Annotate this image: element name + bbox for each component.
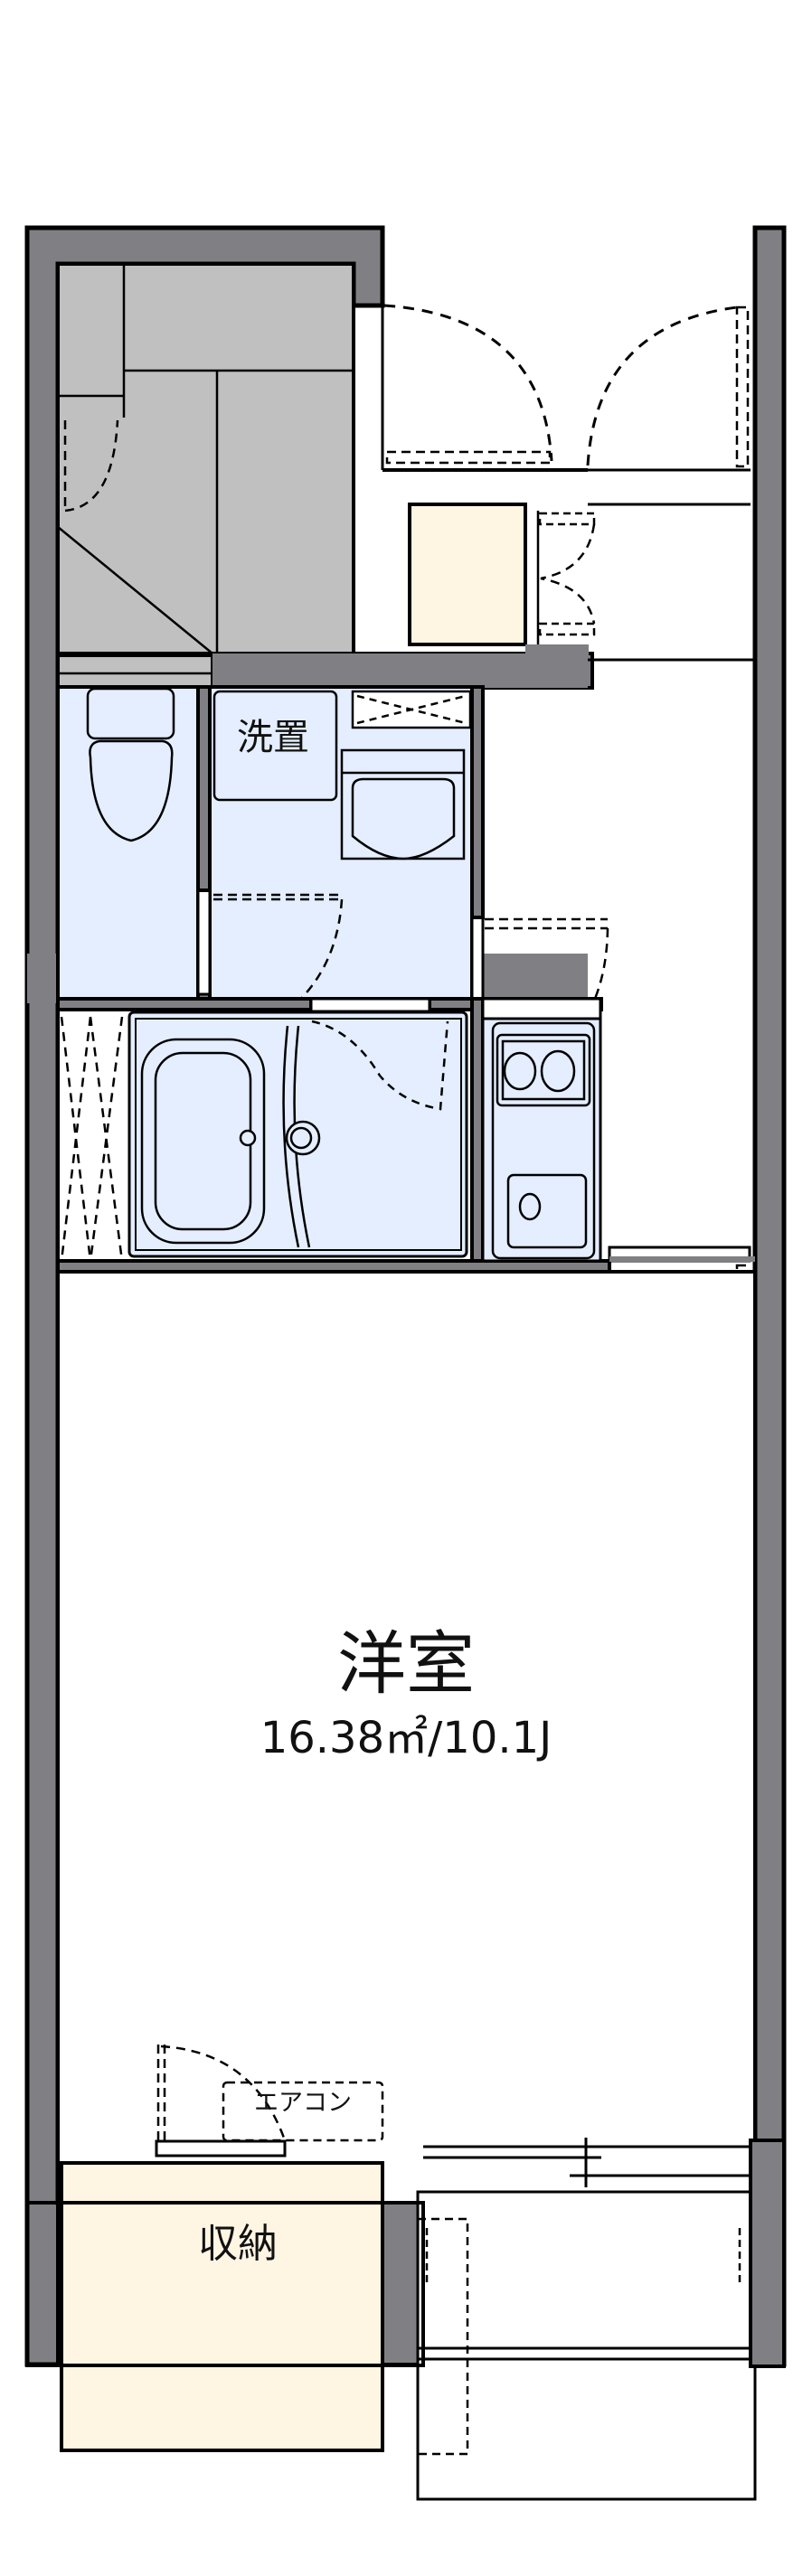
stair-upper: [56, 262, 355, 655]
bath-door-swing: [311, 1020, 449, 1111]
balcony: [416, 2138, 757, 2501]
bath-unit-inner: [135, 1018, 462, 1251]
toilet-icon: [86, 687, 175, 842]
kitchen-top: [481, 997, 602, 1020]
bathroom-folding-door: [60, 1016, 124, 1262]
bath-door-opening: [309, 997, 431, 1013]
stair-upper-lines: [57, 264, 354, 654]
storage-door: [156, 2045, 384, 2142]
bathtub-icon: [140, 1025, 321, 1248]
washroom-door: [196, 888, 344, 1050]
shoe-closet-door: [536, 511, 596, 646]
washing-machine-space: [212, 690, 338, 802]
wall-stub: [609, 1256, 755, 1262]
ventilation: [351, 690, 472, 729]
right-wall-bottom: [749, 2139, 786, 2368]
washroom-label: 洗置: [237, 717, 309, 758]
main-room-name: 洋室: [337, 1623, 475, 1704]
sink-icon: [506, 1173, 588, 1249]
porch: [381, 304, 751, 506]
storage-door-opening: [155, 2139, 287, 2158]
wall-segment: [525, 644, 589, 681]
aircon-label: エアコン: [254, 2089, 352, 2117]
storage-outer: [25, 2201, 425, 2367]
storage-label: 収納: [198, 2221, 278, 2267]
washbasin-icon: [340, 748, 466, 860]
storage-interior: [60, 2161, 384, 2452]
mid-wall: [212, 653, 588, 688]
main-room-area: 16.38㎡/10.1J: [260, 1713, 552, 1763]
shoe-closet: [408, 503, 527, 646]
